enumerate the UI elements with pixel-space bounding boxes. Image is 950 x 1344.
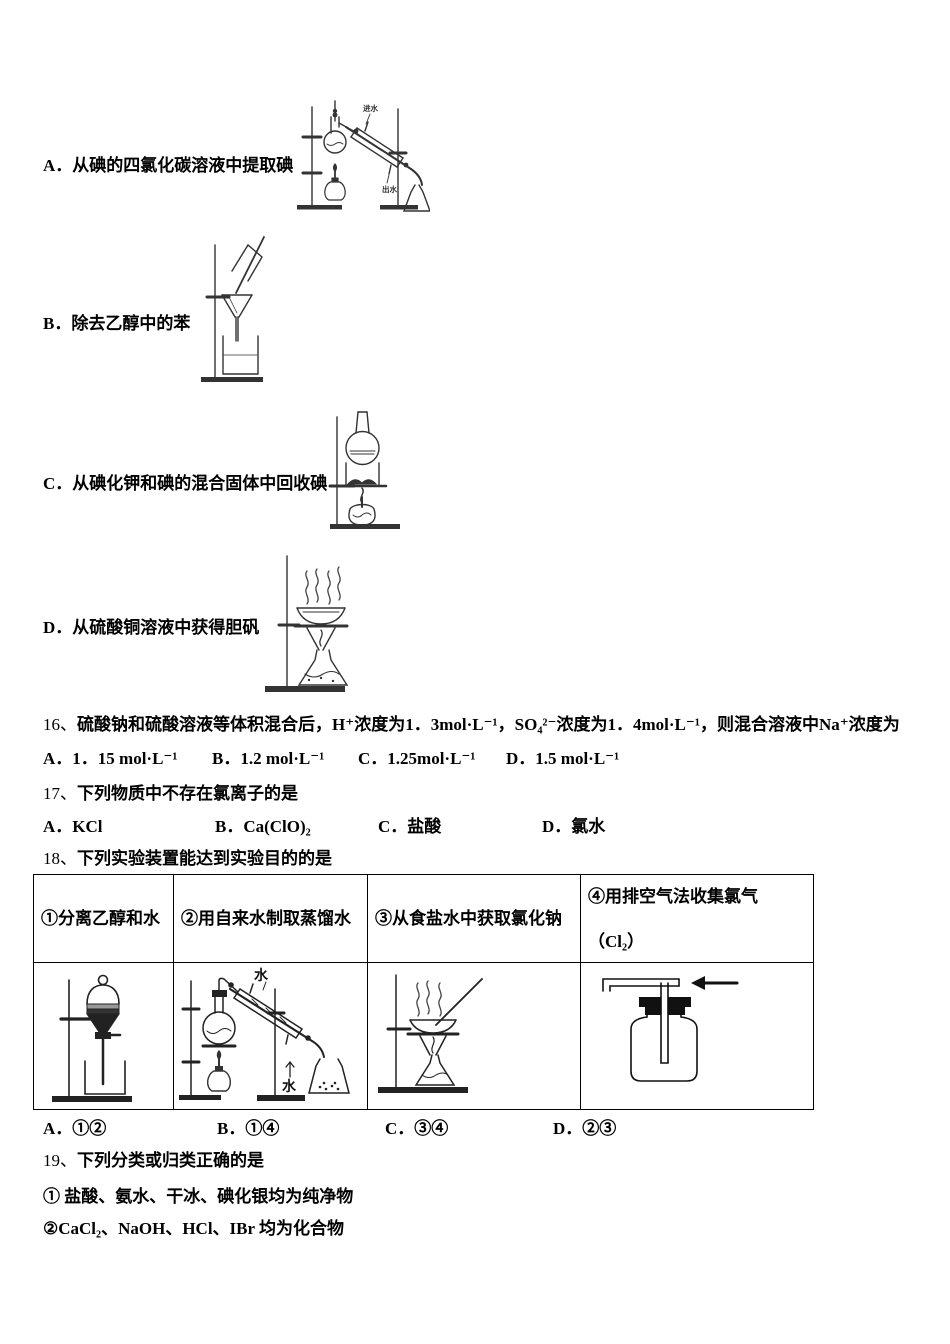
- option-value: 盐酸: [407, 817, 442, 836]
- option-label: A．: [43, 156, 73, 175]
- option-value: ①④: [245, 1119, 280, 1138]
- option-label: D．: [506, 749, 536, 768]
- option-label: A．: [43, 749, 73, 768]
- option-label: B．: [43, 314, 72, 333]
- q18-header-2: ②用自来水制取蒸馏水: [174, 875, 368, 963]
- option-text: 从硫酸铜溶液中获得胆矾: [72, 618, 260, 637]
- question-text: 下列分类或归类正确的是: [77, 1151, 264, 1170]
- option-value: 1.5 mol·L⁻¹: [535, 749, 620, 768]
- option-a: A．①②: [43, 1114, 106, 1139]
- water-label-bottom: 水: [282, 1078, 297, 1095]
- q18-diagram-cell-4: [581, 963, 813, 1109]
- option-text: 从碘化钾和碘的混合固体中回收碘: [72, 474, 328, 493]
- option-label: C．: [385, 1119, 415, 1138]
- option-value: Ca(ClO)₂: [243, 817, 311, 836]
- option-value: ③④: [414, 1119, 449, 1138]
- option-value: 氯水: [571, 817, 606, 836]
- question-number: 17、: [43, 784, 77, 803]
- q19-item-1: ① 盐酸、氨水、干冰、碘化银均为纯净物: [43, 1187, 354, 1206]
- question-19-stem: 19、下列分类或归类正确的是: [43, 1146, 264, 1171]
- filtration-apparatus-diagram: [201, 236, 265, 382]
- option-label: A．: [43, 817, 73, 836]
- question-16-options: A．1．15 mol·L⁻¹ B．1.2 mol·L⁻¹ C．1.25mol·L…: [0, 744, 950, 770]
- option-a: A．KCl: [43, 812, 103, 837]
- question-text: 下列实验装置能达到实验目的的是: [77, 849, 332, 868]
- q18-diagram-cell-1: [34, 963, 174, 1109]
- option-value: 1．15 mol·L⁻¹: [72, 749, 178, 768]
- option-value: KCl: [72, 817, 103, 836]
- question-17-options: A．KCl B．Ca(ClO)₂ C．盐酸 D．氯水: [0, 812, 950, 838]
- option-text: 除去乙醇中的苯: [71, 314, 191, 333]
- option-d: D．②③: [553, 1114, 616, 1139]
- gas-collection-diagram: [602, 976, 739, 1082]
- question-text: 下列物质中不存在氯离子的是: [77, 784, 298, 803]
- option-d: D．氯水: [542, 812, 605, 837]
- sublimation-apparatus-diagram: [328, 411, 400, 529]
- distillation-apparatus-diagram: 进水 出水: [297, 100, 430, 212]
- option-d: D．1.5 mol·L⁻¹: [506, 744, 619, 769]
- option-label: B．: [215, 817, 244, 836]
- option-line-a: A．从碘的四氯化碳溶液中提取碘: [43, 151, 293, 176]
- question-number: 19、: [43, 1151, 77, 1170]
- question-17-stem: 17、下列物质中不存在氯离子的是: [43, 779, 298, 804]
- question-number: 18、: [43, 849, 77, 868]
- option-label: C．: [358, 749, 388, 768]
- option-label: D．: [542, 817, 572, 836]
- option-line-d: D．从硫酸铜溶液中获得胆矾: [43, 613, 259, 638]
- question-18-options: A．①② B．①④ C．③④ D．②③: [0, 1114, 950, 1140]
- option-value: 1.25mol·L⁻¹: [387, 749, 476, 768]
- option-label: B．: [212, 749, 241, 768]
- option-label: C．: [378, 817, 408, 836]
- q18-header-3: ③从食盐水中获取氯化钠: [368, 875, 581, 963]
- q19-item-2: ②CaCl₂、NaOH、HCl、IBr 均为化合物: [43, 1219, 345, 1238]
- question-18-stem: 18、下列实验装置能达到实验目的的是: [43, 844, 332, 869]
- header-text: ④用排空气法收集氯气（Cl₂）: [588, 886, 758, 951]
- question-16-stem: 16、硫酸钠和硫酸溶液等体积混合后，H⁺浓度为1．3mol·L⁻¹，SO₄²⁻浓…: [43, 710, 900, 735]
- q18-diagram-cell-2: 水 水: [174, 963, 368, 1109]
- option-text: 从碘的四氯化碳溶液中提取碘: [72, 156, 294, 175]
- evaporation-apparatus-diagram: [265, 555, 349, 692]
- option-label: C．: [43, 474, 73, 493]
- option-line-c: C．从碘化钾和碘的混合固体中回收碘: [43, 469, 327, 494]
- q18-header-1: ①分离乙醇和水: [34, 875, 174, 963]
- separating-funnel-diagram: [52, 974, 132, 1102]
- q18-diagram-cell-3: [368, 963, 581, 1109]
- q18-header-4: ④用排空气法收集氯气（Cl₂）: [581, 875, 813, 963]
- question-number: 16、: [43, 715, 77, 734]
- brine-evaporation-diagram: [378, 974, 483, 1093]
- option-label: D．: [553, 1119, 583, 1138]
- option-value: ①②: [72, 1119, 107, 1138]
- option-c: C．③④: [385, 1114, 448, 1139]
- header-text: ①分离乙醇和水: [41, 909, 160, 928]
- option-b: B．①④: [217, 1114, 279, 1139]
- tap-water-distillation-diagram: 水 水: [179, 967, 350, 1101]
- water-out-label: 出水: [382, 184, 397, 194]
- option-a: A．1．15 mol·L⁻¹: [43, 744, 178, 769]
- header-text: ③从食盐水中获取氯化钠: [375, 909, 562, 928]
- option-label: A．: [43, 1119, 73, 1138]
- q18-table: ①分离乙醇和水 ②用自来水制取蒸馏水 ③从食盐水中获取氯化钠 ④用排空气法收集氯…: [33, 874, 814, 1110]
- option-label: B．: [217, 1119, 246, 1138]
- option-line-b: B．除去乙醇中的苯: [43, 309, 190, 334]
- option-value: 1.2 mol·L⁻¹: [240, 749, 325, 768]
- question-text: 硫酸钠和硫酸溶液等体积混合后，H⁺浓度为1．3mol·L⁻¹，SO₄²⁻浓度为1…: [77, 715, 900, 734]
- option-c: C．1.25mol·L⁻¹: [358, 744, 476, 769]
- water-label-top: 水: [254, 967, 269, 984]
- option-label: D．: [43, 618, 73, 637]
- option-b: B．Ca(ClO)₂: [215, 812, 311, 837]
- option-b: B．1.2 mol·L⁻¹: [212, 744, 324, 769]
- header-text: ②用自来水制取蒸馏水: [181, 909, 351, 928]
- option-value: ②③: [582, 1119, 617, 1138]
- option-c: C．盐酸: [378, 812, 441, 837]
- water-in-label: 进水: [363, 103, 378, 113]
